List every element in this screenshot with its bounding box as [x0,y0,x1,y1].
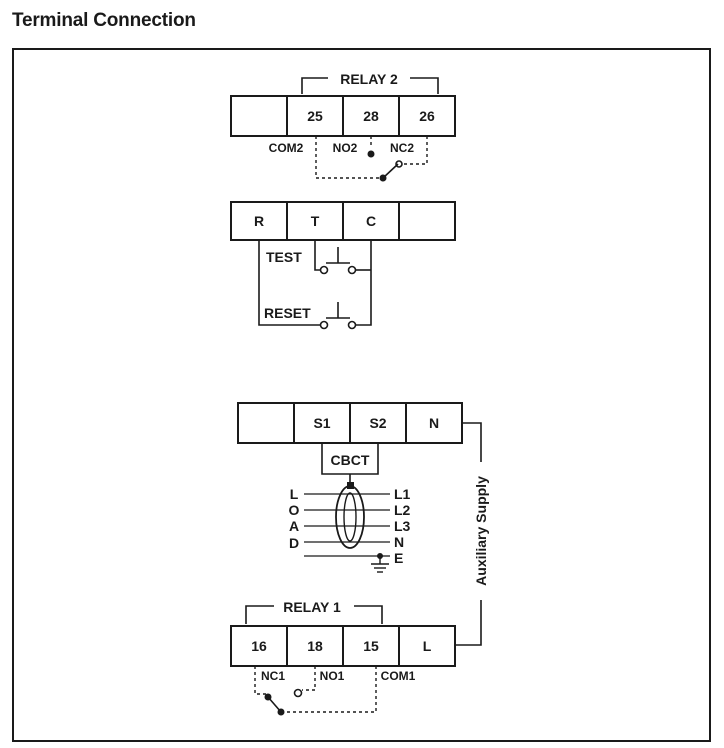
cbct-label: CBCT [331,452,370,468]
reset-button-label: RESET [264,305,311,321]
supply-terminal-blank [237,402,295,444]
relay2-contact-com: COM2 [269,141,304,155]
relay2-terminal-label: 28 [363,108,379,124]
test-button-contact [319,265,329,275]
relay1-contact-com: COM1 [381,669,416,683]
relay1-contact-no: NO1 [320,669,345,683]
control-c-wire [356,240,372,326]
relay2-switch-blade [382,163,399,179]
line-label: L3 [394,518,411,534]
relay2-contact-wiring [315,136,428,179]
relay2-no-contact-dot [367,150,375,158]
test-button-contact [347,265,357,275]
control-terminal-label: R [254,213,264,229]
reset-button-contact [347,320,357,330]
relay1-contact-nc: NC1 [261,669,285,683]
relay2-terminal-label: 26 [419,108,435,124]
relay1-terminal-label: 16 [251,638,267,654]
aux-supply-label: Auxiliary Supply [473,476,489,586]
control-terminal-label: T [311,213,320,229]
control-block: R T C TEST RESET [230,201,456,330]
test-button-label: TEST [266,249,302,265]
supply-block: S1 S2 N CBCT L O A D [237,402,489,646]
supply-terminal-label: N [429,415,439,431]
relay1-contact-wiring [254,666,377,713]
line-label: L2 [394,502,411,518]
diagram-frame [12,48,711,742]
load-letter: A [289,518,299,534]
line-label: E [394,550,403,566]
aux-supply-wire [462,422,482,462]
cbct-toroid [335,485,365,549]
relay2-contact-nc: NC2 [390,141,414,155]
control-r-wire [258,240,320,326]
supply-terminal-label: S2 [369,415,386,431]
cbct-toroid-inner [343,492,357,542]
reset-button-contact [319,320,329,330]
relay2-terminal-label: 25 [307,108,323,124]
relay1-bracket [354,605,383,624]
relay1-terminal-label: 15 [363,638,379,654]
load-letter: D [289,535,299,551]
relay1-terminal-label: L [423,638,432,654]
control-terminal-blank [398,201,456,241]
aux-supply-wire [455,600,482,646]
line-label: N [394,534,404,550]
load-letter: O [289,502,300,518]
relay2-title: RELAY 2 [340,71,398,87]
line-label: L1 [394,486,411,502]
relay2-contact-no: NO2 [333,141,358,155]
relay1-terminal-l [398,625,456,667]
relay2-bracket [301,77,328,94]
relay1-bracket [245,605,274,624]
supply-terminal-label: S1 [313,415,330,431]
control-terminal-label: C [366,213,376,229]
relay2-terminal-blank [230,95,288,137]
relay1-terminal-label: 18 [307,638,323,654]
relay1-switch-blade [267,696,282,713]
relay2-bracket [410,77,439,94]
load-letter: L [290,486,299,502]
relay1-block: RELAY 1 16 18 15 L NC1 NO1 COM1 [230,599,456,716]
earth-icon [371,556,389,573]
relay1-no-contact [293,688,303,698]
control-t-wire [314,240,320,271]
load-conductors [304,493,390,557]
relay1-title: RELAY 1 [283,599,341,615]
page-title: Terminal Connection [12,10,196,31]
relay2-block: RELAY 2 25 28 26 COM2 NO2 NC2 [230,71,456,182]
